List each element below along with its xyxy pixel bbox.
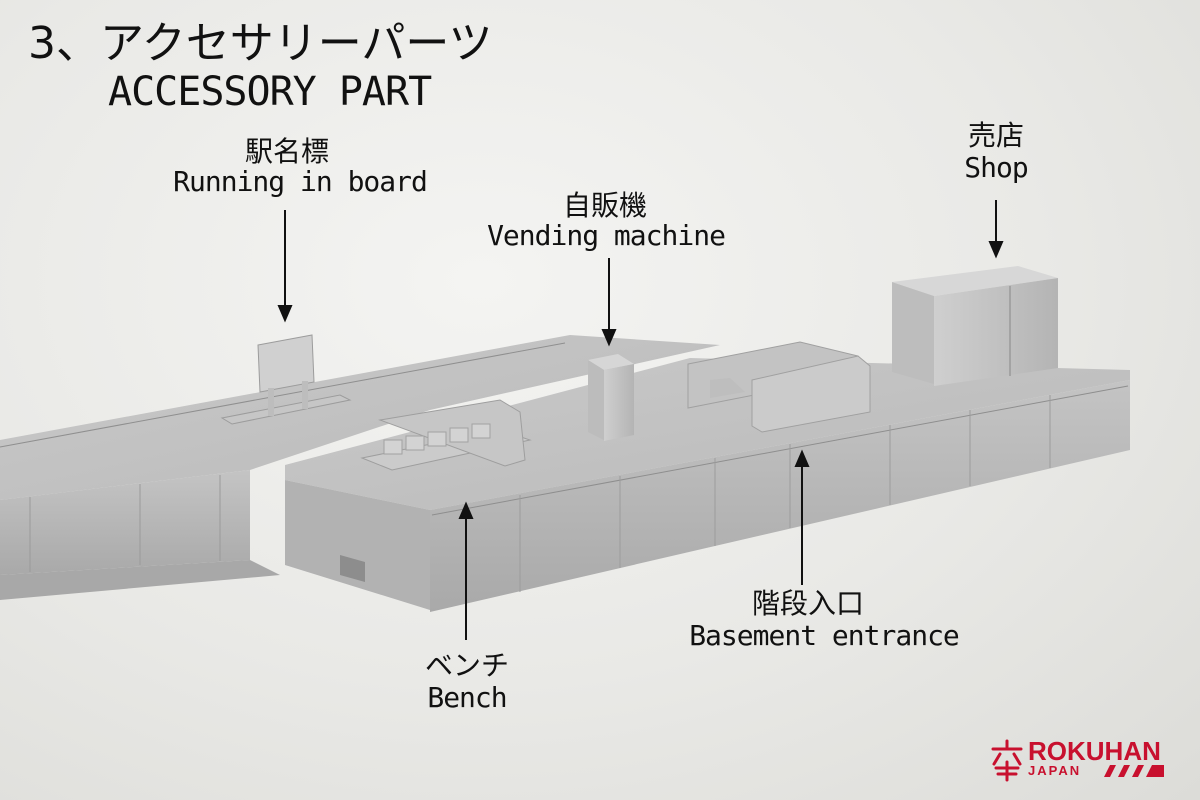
- arrows: [277, 200, 1004, 640]
- arrowhead-running-board: [277, 305, 293, 323]
- arrowhead-shop: [988, 241, 1004, 259]
- label-running-board-en: Running in board: [173, 165, 428, 198]
- rokuhan-emblem-icon: [991, 739, 1023, 782]
- label-bench-jp: ベンチ: [424, 649, 509, 682]
- rokuhan-logo: ROKUHAN JAPAN: [988, 736, 1180, 784]
- label-bench-en: Bench: [427, 681, 507, 714]
- bench-model: [360, 399, 532, 471]
- title-en: ACCESSORY PART: [108, 69, 432, 115]
- back-platform: [0, 335, 720, 600]
- arrowhead-vending: [601, 329, 617, 347]
- logo-sub: JAPAN: [1028, 763, 1082, 778]
- title-jp: 3、アクセサリーパーツ: [28, 18, 493, 69]
- label-shop-en: Shop: [964, 151, 1028, 184]
- label-shop-jp: 売店: [967, 119, 1024, 152]
- main-platform: [285, 358, 1130, 612]
- basement-entrance-model: [687, 341, 871, 433]
- arrowhead-basement: [794, 449, 810, 467]
- logo-stripes-icon: [1104, 765, 1164, 777]
- label-basement-jp: 階段入口: [751, 587, 864, 620]
- vending-machine-model: [588, 354, 634, 441]
- label-running-board-jp: 駅名標: [244, 135, 329, 168]
- running-in-board-model: [220, 334, 352, 425]
- arrowhead-bench: [458, 501, 474, 519]
- label-basement-en: Basement entrance: [689, 619, 960, 652]
- label-vending-en: Vending machine: [487, 219, 726, 252]
- shop-model: [892, 266, 1058, 386]
- logo-name: ROKUHAN: [1028, 736, 1161, 766]
- label-vending-jp: 自販機: [562, 189, 647, 222]
